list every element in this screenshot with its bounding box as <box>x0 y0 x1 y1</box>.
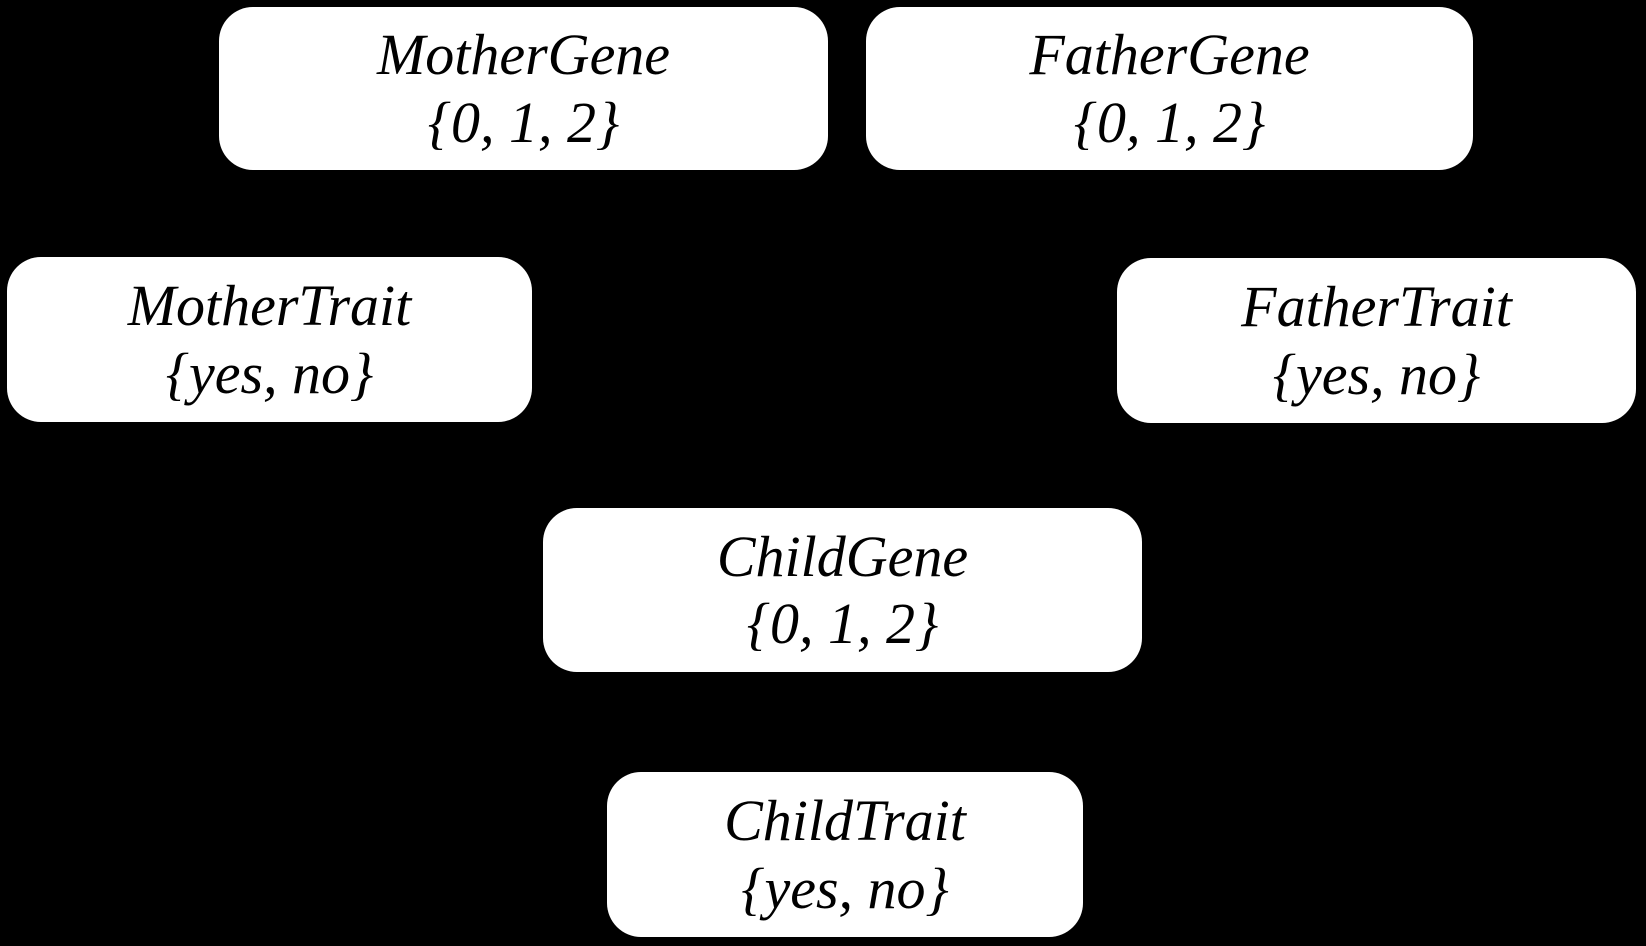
node-father-gene-domain: {0, 1, 2} <box>1073 89 1266 155</box>
node-father-trait-label: FatherTrait <box>1241 274 1512 340</box>
node-father-trait: FatherTrait {yes, no} <box>1117 258 1636 423</box>
node-mother-trait-domain: {yes, no} <box>165 340 374 406</box>
node-child-trait: ChildTrait {yes, no} <box>607 772 1083 937</box>
node-mother-gene: MotherGene {0, 1, 2} <box>219 7 828 170</box>
node-child-gene-domain: {0, 1, 2} <box>746 591 939 656</box>
node-mother-gene-label: MotherGene <box>376 22 671 88</box>
node-child-gene: ChildGene {0, 1, 2} <box>543 508 1142 672</box>
node-father-gene-label: FatherGene <box>1029 22 1310 88</box>
node-mother-trait-label: MotherTrait <box>127 273 412 339</box>
node-mother-trait: MotherTrait {yes, no} <box>7 257 532 422</box>
node-child-trait-domain: {yes, no} <box>741 855 949 921</box>
node-child-trait-label: ChildTrait <box>724 788 966 854</box>
node-father-gene: FatherGene {0, 1, 2} <box>866 7 1473 170</box>
node-child-gene-label: ChildGene <box>716 523 969 589</box>
node-father-trait-domain: {yes, no} <box>1272 341 1481 407</box>
node-mother-gene-domain: {0, 1, 2} <box>427 89 620 155</box>
